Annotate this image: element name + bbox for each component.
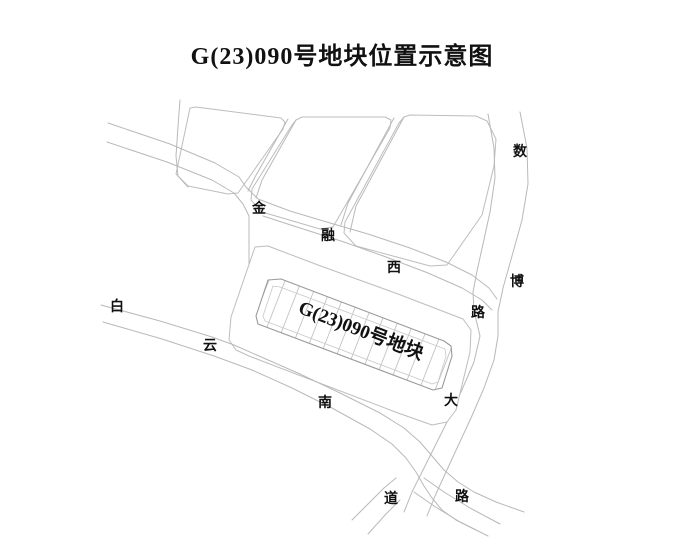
- jinrong-xi-lu-south-edge-east: [262, 215, 493, 311]
- street-label-shu: 数: [513, 143, 528, 160]
- north-block-center: [250, 116, 392, 230]
- south-leg-west-a: [351, 477, 397, 521]
- connector-road-center-a: [247, 118, 289, 192]
- connector-road-east-a: [340, 117, 395, 226]
- south-intersection-legs: [351, 477, 501, 537]
- street-label-nan: 南: [318, 394, 332, 411]
- street-label-lu-shubo: 路: [455, 488, 470, 505]
- parcel-fill: [256, 279, 452, 390]
- connector-road-west: [175, 99, 189, 188]
- street-label-bo: 博: [510, 273, 524, 290]
- shubo-da-lu-east-edge: [426, 111, 529, 517]
- street-label-bai: 白: [110, 298, 124, 315]
- street-label-yun: 云: [203, 338, 217, 354]
- jinrong-xi-lu-north-edge: [107, 122, 498, 300]
- north-blocks-group: [175, 106, 497, 267]
- street-labels-group: 金 融 西 路 白 云 南 道 数 博 大 路: [110, 143, 528, 507]
- street-label-rong: 融: [321, 227, 335, 244]
- jinrong-xi-lu-south-edge: [106, 141, 250, 281]
- street-label-xi: 西: [387, 260, 401, 276]
- page-title: G(23)090号地块位置示意图: [190, 44, 494, 70]
- street-label-da: 大: [444, 392, 458, 409]
- south-leg-east-b: [413, 491, 489, 537]
- parcel-inner-boundary: [262, 285, 447, 385]
- baiyun-nan-dao-north-edge: [100, 304, 525, 513]
- street-label-lu-jinrong: 路: [471, 304, 486, 321]
- south-leg-west-b: [367, 499, 401, 535]
- street-baiyun-nan-dao: [100, 304, 525, 531]
- shubo-da-lu-west-edge: [403, 113, 496, 513]
- street-label-dao: 道: [384, 490, 398, 507]
- street-shubo-da-lu: [403, 111, 529, 517]
- connector-road-center-b: [255, 119, 297, 199]
- parcel-boundary: [255, 278, 453, 391]
- connector-road-east-b: [349, 116, 405, 233]
- street-label-jin: 金: [251, 200, 267, 217]
- north-block-east: [343, 114, 497, 267]
- street-jinrong-xi-lu: [106, 122, 498, 311]
- baiyun-nan-dao-south-edge: [102, 321, 477, 531]
- north-connector-roads: [175, 99, 405, 233]
- south-leg-east-a: [423, 477, 501, 525]
